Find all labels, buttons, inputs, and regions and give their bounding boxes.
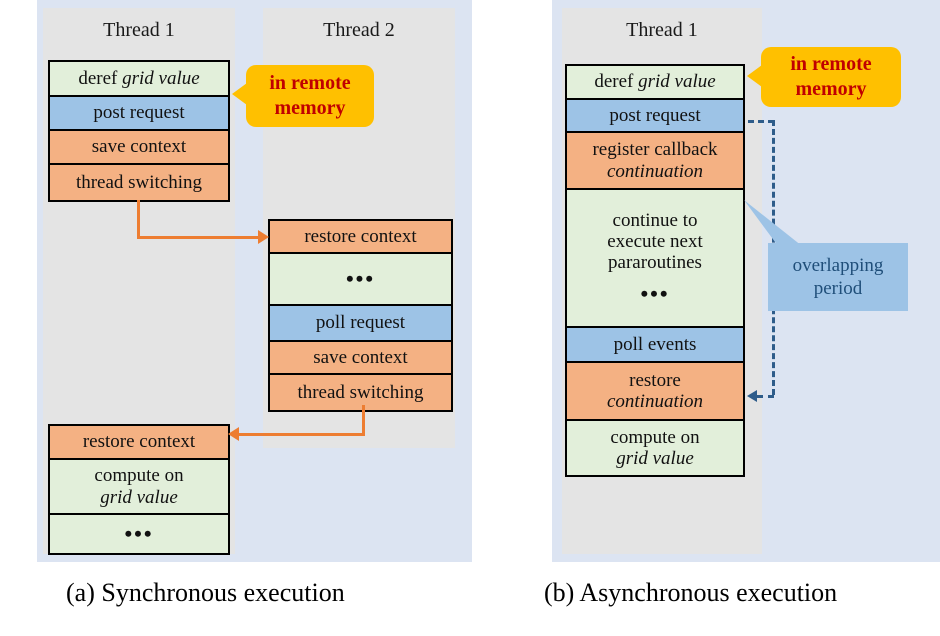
continue-line-2: execute next <box>607 231 703 253</box>
step-ellipsis-t2[interactable]: ••• <box>270 254 451 306</box>
callout-overlapping-period: overlapping period <box>768 243 908 311</box>
step-restore-context-t1[interactable]: restore context <box>50 426 228 460</box>
step-compute-on-grid-value-b[interactable]: compute on grid value <box>567 421 743 475</box>
arrow-t2-to-t1-vertical <box>362 405 365 436</box>
stack-thread1-bottom: restore context compute on grid value ••… <box>48 424 230 555</box>
overlap-line-2: period <box>813 278 863 299</box>
arrowhead-to-thread2 <box>258 230 269 244</box>
callout-line-2: memory <box>795 78 867 100</box>
register-line-1: register callback <box>592 139 718 161</box>
restore-line-2: continuation <box>606 391 704 412</box>
step-save-context-t2[interactable]: save context <box>270 342 451 375</box>
arrowhead-poll-events <box>747 390 757 402</box>
step-continue-execute[interactable]: continue to execute next pararoutines ••… <box>567 190 743 328</box>
compute-line-2: grid value <box>100 486 178 508</box>
callout-tail-icon <box>747 65 762 87</box>
stack-thread2: restore context ••• poll request save co… <box>268 219 453 412</box>
step-thread-switching[interactable]: thread switching <box>50 165 228 200</box>
step-poll-events[interactable]: poll events <box>567 328 743 363</box>
dashed-line-top <box>748 120 774 123</box>
callout-tail-icon <box>232 83 247 105</box>
step-ellipsis-t1[interactable]: ••• <box>50 515 228 553</box>
step-save-context[interactable]: save context <box>50 131 228 165</box>
caption-asynchronous: (b) Asynchronous execution <box>544 578 838 607</box>
callout-text: in remote memory <box>269 71 350 121</box>
step-register-callback[interactable]: register callback continuation <box>567 133 743 190</box>
step-label: deref grid value <box>594 71 716 93</box>
thread-title-1a: Thread 1 <box>103 19 175 41</box>
callout-line-1: in remote <box>790 53 872 75</box>
arrowhead-to-thread1 <box>228 427 239 441</box>
compute-line-2: grid value <box>616 448 694 469</box>
callout-text: in remote memory <box>790 52 871 102</box>
step-compute-on-grid-value[interactable]: compute on grid value <box>50 460 228 515</box>
stack-async-thread1: deref grid value post request register c… <box>565 64 745 477</box>
register-line-2: continuation <box>606 160 704 182</box>
step-thread-switching-t2[interactable]: thread switching <box>270 375 451 410</box>
callout-line-2: memory <box>274 97 346 119</box>
callout-in-remote-memory-a: in remote memory <box>232 65 374 127</box>
restore-line-1: restore <box>629 369 681 391</box>
step-restore-continuation[interactable]: restore continuation <box>567 363 743 421</box>
step-poll-request[interactable]: poll request <box>270 306 451 342</box>
dashed-line-bottom <box>757 395 774 398</box>
caption-synchronous: (a) Synchronous execution <box>66 578 345 607</box>
continue-ellipsis: ••• <box>640 280 670 306</box>
step-label: deref grid value <box>78 67 200 89</box>
callout-line-1: in remote <box>269 72 351 94</box>
stack-thread1-top: deref grid value post request save conte… <box>48 60 230 202</box>
overlap-line-1: overlapping <box>792 254 884 276</box>
continue-line-1: continue to <box>612 209 698 231</box>
arrow-t1-to-t2-horizontal <box>137 236 262 239</box>
thread-title-1b: Thread 1 <box>626 19 698 41</box>
callout-in-remote-memory-b: in remote memory <box>747 47 901 107</box>
compute-line-1: compute on <box>610 426 700 448</box>
step-deref-grid-value[interactable]: deref grid value <box>50 62 228 97</box>
step-post-request[interactable]: post request <box>50 97 228 131</box>
arrow-t2-to-t1-horizontal <box>239 433 365 436</box>
step-restore-context-t2[interactable]: restore context <box>270 221 451 254</box>
overlap-text: overlapping period <box>793 254 884 300</box>
continue-line-3: pararoutines <box>608 252 702 274</box>
thread-title-2a: Thread 2 <box>323 19 395 41</box>
arrow-t1-to-t2-vertical <box>137 200 140 239</box>
overlap-callout-tail-icon <box>744 200 802 246</box>
compute-line-1: compute on <box>94 465 184 487</box>
step-deref-grid-value-b[interactable]: deref grid value <box>567 66 743 100</box>
step-post-request-b[interactable]: post request <box>567 100 743 133</box>
